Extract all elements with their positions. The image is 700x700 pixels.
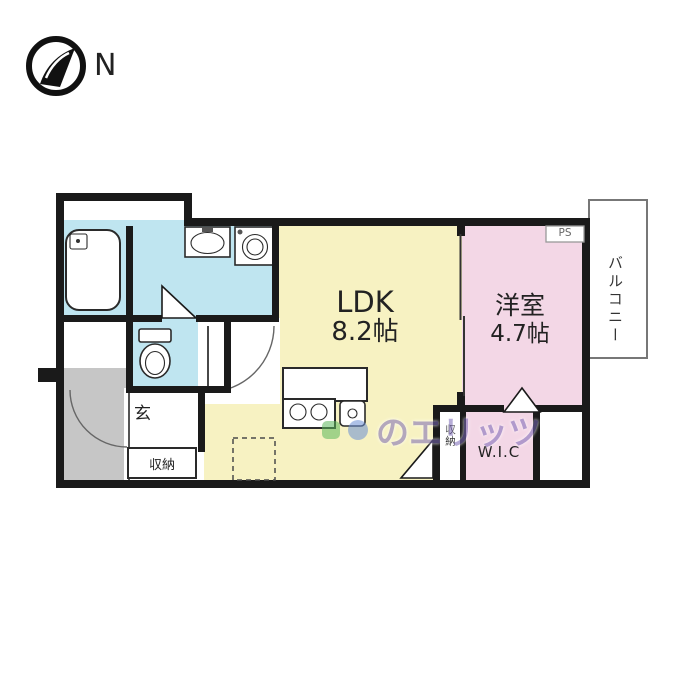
bedroom-name: 洋室 xyxy=(494,291,545,320)
ldk-size: 8.2帖 xyxy=(331,317,399,348)
wall-bedroom-bottom-left xyxy=(436,405,504,412)
hall-right-floor xyxy=(534,410,586,484)
genkan-label: 玄 xyxy=(134,404,151,424)
ps-box xyxy=(545,225,585,243)
washbasin-bowl xyxy=(190,231,225,255)
bathtub-icon xyxy=(65,229,121,311)
wall-partition-stub-top xyxy=(457,222,465,236)
compass: N xyxy=(18,28,148,118)
north-label: N xyxy=(94,48,117,83)
ldk-label: LDK 8.2帖 xyxy=(300,286,430,348)
toilet-bowl xyxy=(139,343,171,379)
bedroom-floor xyxy=(462,222,586,412)
wic-floor xyxy=(460,410,538,484)
wall-bath-divider xyxy=(126,226,133,390)
bathtub-drain xyxy=(76,239,80,243)
bathtub-corner xyxy=(69,233,88,250)
wall-washroom-bottom xyxy=(196,315,278,322)
wall-top-step xyxy=(184,193,192,226)
wall-left xyxy=(56,193,64,488)
storage-niche-floor xyxy=(438,410,462,484)
stove-burner-right xyxy=(310,403,328,421)
wall-top-left xyxy=(56,193,192,201)
balcony-label: バルコニー xyxy=(606,255,624,345)
void-area xyxy=(58,316,130,372)
washing-machine-dial xyxy=(237,229,243,235)
bedroom-size: 4.7帖 xyxy=(490,320,550,347)
compass-needle-highlight xyxy=(44,51,70,79)
entrance-door-arc xyxy=(69,389,128,448)
washing-machine-drum-inner xyxy=(246,238,264,256)
entrance-floor xyxy=(58,368,132,484)
washing-machine-drum xyxy=(241,233,269,261)
wall-washroom-right xyxy=(272,226,279,322)
genkan-storage-label: 収納 xyxy=(148,458,175,473)
bedroom-label: 洋室 4.7帖 xyxy=(460,291,580,347)
wall-bedroom-bottom-right xyxy=(540,405,590,412)
wall-toilet-bottom xyxy=(126,386,231,393)
wall-left-notch xyxy=(38,368,64,382)
balcony-outline xyxy=(588,199,648,359)
wall-niche-left xyxy=(433,405,440,488)
wall-genkan-right xyxy=(198,390,205,452)
stove-burner-left xyxy=(289,403,307,421)
wall-bath-bottom xyxy=(56,315,162,322)
bedroom-door-triangle xyxy=(502,386,542,413)
wall-partition-stub-bottom xyxy=(457,392,465,407)
washbasin-faucet xyxy=(202,228,213,232)
compass-icon xyxy=(26,36,86,96)
refrigerator-space-dashed xyxy=(232,437,276,481)
wic-door-triangle xyxy=(399,437,434,479)
kitchen-sink xyxy=(339,400,366,427)
wall-wic-right xyxy=(533,405,540,484)
ldk-floor-southwest xyxy=(200,400,280,484)
wall-niche-right xyxy=(460,405,466,484)
sliding-door-panel-1 xyxy=(459,234,462,320)
ldk-name: LDK xyxy=(336,285,394,319)
kitchen-sink-drain xyxy=(347,408,358,419)
washroom-door-triangle xyxy=(161,284,199,319)
compass-needle xyxy=(40,48,75,87)
ps-label: PS xyxy=(558,227,572,239)
wall-right xyxy=(582,218,590,488)
genkan-step-line xyxy=(128,392,130,480)
wall-toilet-right xyxy=(224,322,231,390)
toilet-tank xyxy=(138,328,172,343)
kitchen-counter xyxy=(282,367,368,402)
wall-top-main xyxy=(184,218,590,226)
wic-storage-label: 収納 xyxy=(444,424,456,447)
toilet-seat xyxy=(144,350,166,376)
wall-bottom xyxy=(56,480,590,488)
sliding-door-panel-2 xyxy=(463,316,465,396)
wic-label: W.I.C xyxy=(477,443,521,461)
genkan-storage-box xyxy=(127,447,197,479)
